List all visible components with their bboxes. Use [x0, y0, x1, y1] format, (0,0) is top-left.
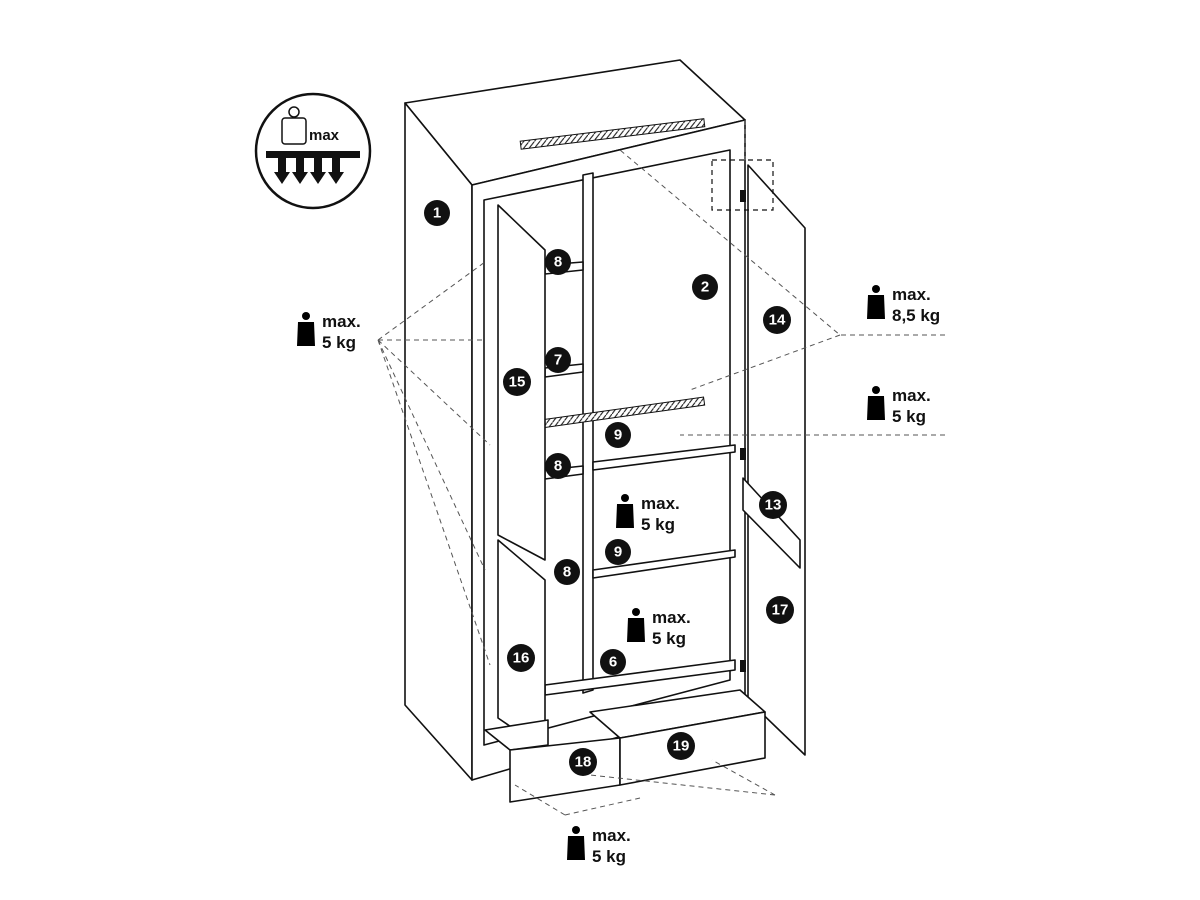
part-16: 16 [507, 644, 535, 672]
weight-icon [867, 386, 885, 420]
drawer-18-front [509, 737, 621, 803]
part-8a: 8 [545, 249, 571, 275]
svg-text:5 kg: 5 kg [641, 515, 675, 534]
hinge-detail-box [711, 159, 774, 211]
drawer-18-side [484, 719, 549, 751]
part-13: 13 [759, 491, 787, 519]
svg-text:18: 18 [575, 754, 592, 771]
leader-lines [377, 120, 945, 816]
part-18: 18 [569, 748, 597, 776]
center-divider [582, 172, 594, 694]
part-9b: 9 [605, 539, 631, 565]
part-1: 1 [424, 200, 450, 226]
svg-text:15: 15 [509, 374, 526, 391]
part-9a: 9 [605, 422, 631, 448]
svg-text:max.: max. [652, 608, 691, 627]
svg-text:2: 2 [701, 279, 709, 296]
part-6: 6 [600, 649, 626, 675]
weight-icon [567, 826, 585, 860]
weight-label-upper-shelf: max. 5 kg [867, 386, 931, 426]
svg-text:8: 8 [563, 564, 571, 581]
part-15: 15 [503, 368, 531, 396]
svg-text:5 kg: 5 kg [892, 407, 926, 426]
svg-text:13: 13 [765, 497, 782, 514]
door-14-17 [747, 164, 806, 756]
part-19: 19 [667, 732, 695, 760]
max-load-icon: max [254, 92, 372, 210]
svg-text:max.: max. [892, 386, 931, 405]
weight-label-top-rail: max. 8,5 kg [867, 285, 940, 325]
weight-icon [867, 285, 885, 319]
svg-text:6: 6 [609, 654, 617, 671]
part-badges: 1 2 14 15 8 7 9 8 13 9 8 17 16 6 18 19 [424, 200, 794, 776]
svg-text:max.: max. [892, 285, 931, 304]
svg-text:5 kg: 5 kg [592, 847, 626, 866]
svg-text:max.: max. [322, 312, 361, 331]
svg-text:1: 1 [433, 205, 441, 222]
svg-text:9: 9 [614, 544, 622, 561]
shelf-9a [592, 444, 736, 471]
weight-label-middle-shelf: max. 5 kg [616, 494, 680, 534]
svg-text:8,5 kg: 8,5 kg [892, 306, 940, 325]
svg-text:max.: max. [592, 826, 631, 845]
svg-text:5 kg: 5 kg [652, 629, 686, 648]
part-8b: 8 [545, 453, 571, 479]
weight-label-bottom-shelf: max. 5 kg [627, 608, 691, 648]
hanging-rail-top [519, 118, 706, 150]
panel-13 [742, 477, 801, 569]
part-8c: 8 [554, 559, 580, 585]
svg-text:max.: max. [641, 494, 680, 513]
cabinet [404, 59, 806, 803]
part-14: 14 [763, 306, 791, 334]
weight-label-drawers: max. 5 kg [567, 826, 631, 866]
svg-text:19: 19 [673, 738, 690, 755]
svg-text:8: 8 [554, 458, 562, 475]
part-2: 2 [692, 274, 718, 300]
svg-text:9: 9 [614, 427, 622, 444]
part-7: 7 [545, 347, 571, 373]
svg-text:17: 17 [772, 602, 789, 619]
svg-text:8: 8 [554, 254, 562, 271]
svg-text:5 kg: 5 kg [322, 333, 356, 352]
shelf-9b [592, 549, 736, 579]
svg-text:7: 7 [554, 352, 562, 369]
weight-label-left-doors: max. 5 kg [297, 312, 361, 352]
part-17: 17 [766, 596, 794, 624]
max-icon-label: max [309, 127, 340, 144]
svg-text:14: 14 [769, 312, 786, 329]
svg-text:16: 16 [513, 650, 530, 667]
weight-icon [297, 312, 315, 346]
